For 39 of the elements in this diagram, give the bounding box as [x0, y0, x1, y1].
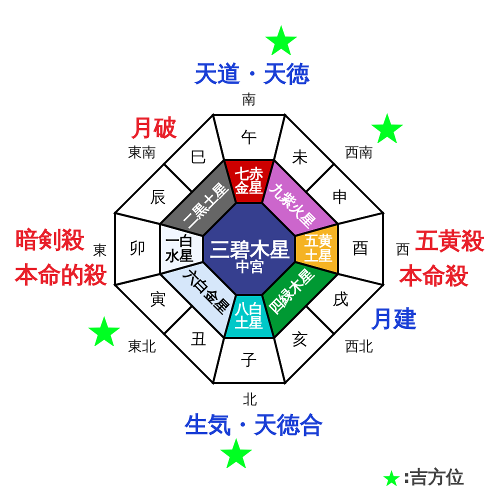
annotation-label: 天道・天徳: [194, 64, 310, 86]
direction-label: 西北: [345, 340, 373, 354]
branch-label: 卯: [130, 240, 146, 258]
branch-label: 丑: [190, 332, 206, 349]
branch-label: 辰: [150, 190, 166, 207]
branch-label: 酉: [352, 240, 368, 258]
annotation-label: 本命的殺: [15, 264, 107, 288]
star-label: 二黒土星: [180, 180, 231, 231]
direction-label: 東: [93, 244, 107, 258]
star-label: 四緑木星: [267, 267, 318, 318]
annotation-label: 生気・天徳合: [185, 414, 323, 438]
direction-label: 東北: [128, 340, 156, 354]
annotation-label: 暗剣殺: [16, 230, 84, 252]
branch-label: 申: [332, 190, 348, 207]
direction-label: 西: [396, 243, 410, 257]
palace-label: 中宮: [236, 260, 264, 276]
star-label: 三碧木星: [210, 240, 290, 260]
star-label: 五黄土星: [304, 234, 334, 264]
star-label: 七赤金星: [234, 166, 264, 196]
branch-label: 戌: [332, 291, 348, 308]
annotation-label: 本命殺: [400, 266, 468, 288]
branch-label: 未: [292, 149, 308, 166]
branch-label: 子: [241, 352, 257, 369]
branch-label: 午: [241, 129, 257, 146]
star-label: 一白水星: [164, 234, 194, 264]
star-label: 九紫火星: [267, 180, 318, 231]
annotation-label: 月破: [131, 118, 177, 140]
branch-label: 巳: [190, 149, 206, 166]
direction-label: 西南: [345, 146, 373, 160]
direction-label: 東南: [128, 146, 156, 160]
direction-label: 南: [242, 93, 256, 107]
star-label: 六白金星: [180, 267, 231, 318]
legend-text: :吉方位: [403, 469, 464, 487]
annotation-label: 月建: [371, 308, 417, 332]
branch-label: 寅: [150, 291, 166, 308]
star-label: 八白土星: [234, 302, 264, 332]
annotation-label: 五黄殺: [416, 230, 484, 254]
branch-label: 亥: [292, 332, 308, 349]
direction-label: 北: [243, 393, 257, 407]
